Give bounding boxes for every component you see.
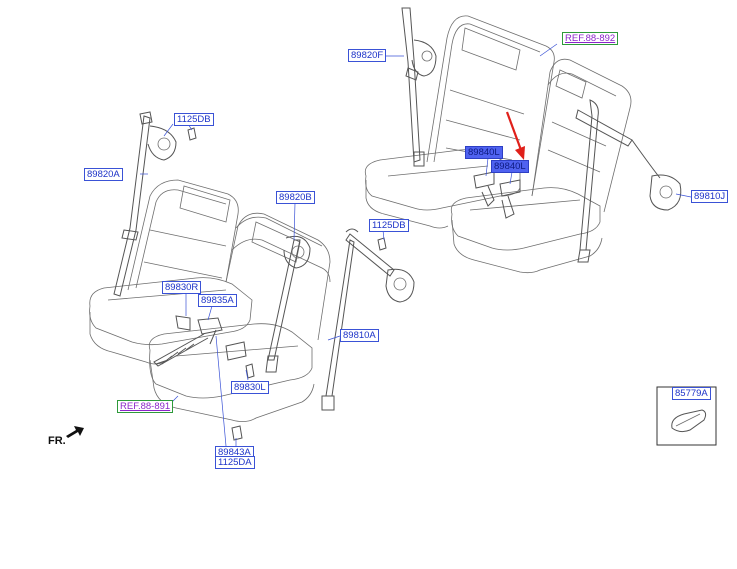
part-label-89820b[interactable]: 89820B [276, 191, 315, 204]
ref-label-88-891[interactable]: REF.88-891 [117, 400, 174, 413]
ref-label-88-892[interactable]: REF.88-892 [562, 32, 619, 45]
front-direction-label: FR. [48, 435, 66, 447]
part-label-1125da[interactable]: 1125DA [215, 456, 255, 469]
part-label-89830l[interactable]: 89830L [231, 381, 269, 394]
part-label-89810j[interactable]: 89810J [691, 190, 729, 203]
bolt-icon [377, 237, 387, 251]
bolt-icon [187, 127, 197, 141]
part-label-89840l-2[interactable]: 89840L [491, 160, 529, 173]
part-label-89835a[interactable]: 89835A [198, 294, 237, 307]
part-label-1125db-left[interactable]: 1125DB [174, 113, 214, 126]
part-label-89830r[interactable]: 89830R [162, 281, 202, 294]
front-arrow-icon [66, 426, 84, 438]
bolt-icon [231, 425, 243, 441]
part-label-85779a[interactable]: 85779A [672, 387, 711, 400]
part-label-89820f[interactable]: 89820F [348, 49, 387, 62]
upper-rear-seat [364, 7, 682, 274]
part-label-1125db-right[interactable]: 1125DB [369, 219, 409, 232]
part-label-89810a[interactable]: 89810A [340, 329, 379, 342]
red-arrow-icon [505, 111, 525, 160]
lower-rear-seat [89, 111, 415, 422]
leader-lines [140, 43, 692, 447]
part-label-89820a[interactable]: 89820A [84, 168, 123, 181]
part-label-89840l-1[interactable]: 89840L [465, 146, 503, 159]
